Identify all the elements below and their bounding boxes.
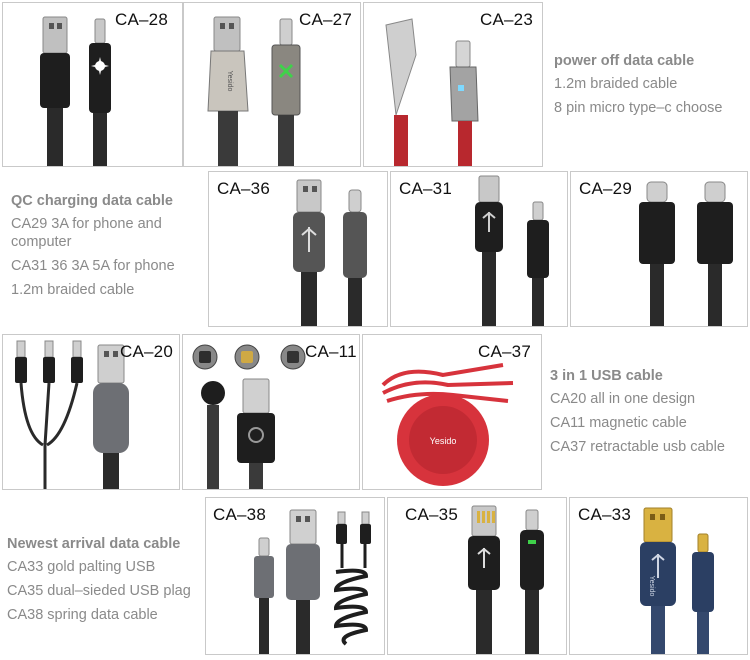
product-code-label: CA–20 [120,342,173,361]
product-tile-ca37[interactable]: CA–37 Yesido [362,334,542,490]
product-code-label: CA–33 [578,505,631,524]
cable-image-ca20 [15,340,129,489]
product-tile-ca36[interactable]: CA–36 [208,171,388,327]
product-tile-ca29[interactable]: CA–29 [570,171,748,327]
product-code-label: CA–27 [299,10,352,29]
cable-image-ca36 [293,179,367,326]
section-line: CA37 retractable usb cable [550,439,725,455]
section-line: CA38 spring data cable [7,607,158,623]
cable-image-ca27: Yesido [207,16,301,166]
brand-mark: Yesido [648,576,655,597]
cable-image-ca35 [468,505,544,654]
section-line: CA33 gold palting USB [7,559,156,575]
product-code-label: CA–28 [115,10,168,29]
cable-image-ca38 [254,509,371,654]
product-code-label: CA–23 [480,10,533,29]
cable-image-ca37: Yesido [381,363,514,486]
section-line: CA35 dual–sieded USB plag [7,583,191,599]
product-tile-ca33[interactable]: CA–33 Yesido [569,497,748,655]
product-tile-ca11[interactable]: CA–11 [182,334,360,490]
section-line: CA31 36 3A 5A for phone [11,258,175,274]
section-power-off: power off data cable 1.2m braided cable … [554,53,748,123]
product-code-label: CA–29 [579,179,632,198]
product-code-label: CA–31 [399,179,452,198]
section-3in1: 3 in 1 USB cable CA20 all in one design … [550,368,748,462]
section-line: 8 pin micro type–c choose [554,100,723,116]
section-heading: Newest arrival data cable [7,536,181,552]
product-tile-ca28[interactable]: CA–28 [2,2,183,167]
product-code-label: CA–35 [405,505,458,524]
cable-image-ca28 [40,16,111,166]
product-code-label: CA–11 [305,342,357,361]
section-newest: Newest arrival data cable CA33 gold palt… [7,536,203,630]
product-code-label: CA–38 [213,505,266,524]
product-tile-ca23[interactable]: CA–23 [363,2,543,167]
product-tile-ca20[interactable]: CA–20 [2,334,180,490]
section-heading: power off data cable [554,53,695,69]
section-line: CA11 magnetic cable [550,415,687,431]
section-line: 1.2m braided cable [554,76,678,92]
cable-image-ca23 [385,18,479,166]
product-code-label: CA–36 [217,179,270,198]
brand-mark: Yesido [226,71,233,92]
section-heading: 3 in 1 USB cable [550,368,663,384]
product-tile-ca35[interactable]: CA–35 [387,497,567,655]
cable-image-ca31 [475,175,549,326]
brand-mark: Yesido [430,436,457,446]
product-code-label: CA–37 [478,342,531,361]
product-tile-ca27[interactable]: CA–27 Yesido [183,2,361,167]
cable-image-ca33: Yesido [640,507,714,654]
product-tile-ca38[interactable]: CA–38 [205,497,385,655]
section-heading: QC charging data cable [11,193,173,209]
section-line: 1.2m braided cable [11,282,135,298]
cable-image-ca11 [192,344,306,489]
section-line: CA29 3A for phone and computer [11,216,162,250]
section-line: CA20 all in one design [550,391,696,407]
product-tile-ca31[interactable]: CA–31 [390,171,568,327]
section-qc-charging: QC charging data cable CA29 3A for phone… [11,193,206,305]
cable-image-ca29 [639,181,733,326]
